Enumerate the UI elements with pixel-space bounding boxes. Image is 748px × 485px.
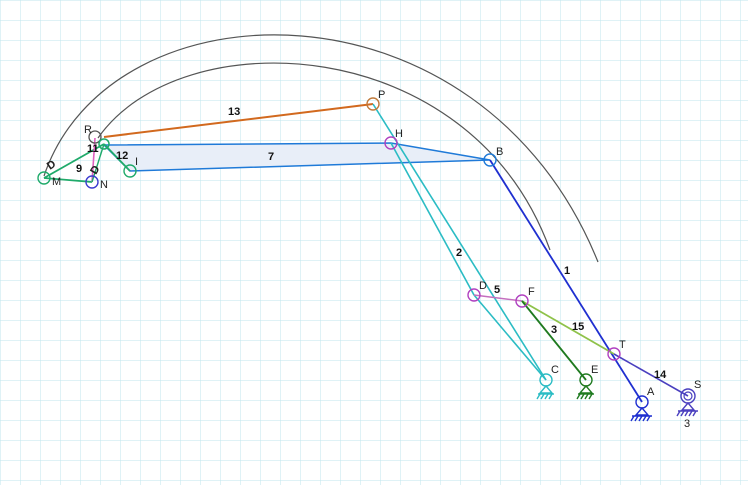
- joint-S-inner: [683, 391, 693, 401]
- label-F: F: [528, 286, 535, 298]
- link-14[interactable]: [613, 353, 689, 397]
- link-2[interactable]: [372, 103, 547, 381]
- joint-I[interactable]: [123, 164, 137, 178]
- label-B: B: [496, 146, 503, 158]
- link-label-s3: 3: [684, 418, 690, 430]
- label-P: P: [378, 89, 385, 101]
- joint-T[interactable]: [607, 347, 621, 361]
- link-11[interactable]: [91, 137, 96, 183]
- joint-H[interactable]: [384, 136, 398, 150]
- link-13[interactable]: [103, 103, 374, 138]
- label-C: C: [551, 364, 559, 376]
- link-label-7: 7: [268, 151, 274, 163]
- label-T: T: [619, 339, 626, 351]
- joint-N[interactable]: [85, 175, 99, 189]
- joint-M[interactable]: [37, 171, 51, 185]
- joint-R[interactable]: [88, 130, 102, 144]
- link-2b[interactable]: [390, 142, 475, 296]
- link-label-11: 11: [87, 143, 99, 155]
- joint-L[interactable]: [98, 138, 110, 150]
- ground-C: [536, 384, 554, 400]
- label-S: S: [694, 379, 701, 391]
- link-label-9: 9: [76, 163, 82, 175]
- link-3[interactable]: [521, 300, 587, 381]
- ground-A: [630, 406, 652, 422]
- label-H: H: [395, 128, 403, 140]
- label-M: M: [52, 176, 61, 188]
- link-label-5: 5: [494, 284, 500, 296]
- joint-F[interactable]: [515, 294, 529, 308]
- link-15[interactable]: [521, 300, 615, 355]
- joint-D[interactable]: [467, 288, 481, 302]
- joint-P[interactable]: [366, 97, 380, 111]
- link-2c[interactable]: [473, 294, 547, 381]
- ground-E: [576, 384, 594, 400]
- link-label-1: 1: [564, 265, 570, 277]
- link-1[interactable]: [489, 159, 643, 403]
- link-9b[interactable]: [43, 177, 93, 183]
- link-label-15: 15: [572, 321, 584, 333]
- label-N: N: [100, 179, 108, 191]
- label-A: A: [647, 386, 655, 398]
- link-5[interactable]: [473, 294, 523, 302]
- label-R: R: [84, 124, 92, 136]
- link-label-13: 13: [228, 106, 240, 118]
- joint-B[interactable]: [483, 153, 497, 167]
- inner-arc: [97, 62, 551, 251]
- outer-arc: [43, 34, 599, 263]
- label-D: D: [479, 280, 487, 292]
- link-label-14: 14: [654, 369, 667, 381]
- label-I: I: [135, 156, 138, 168]
- ground-S: [676, 401, 698, 417]
- link-label-2: 2: [456, 247, 462, 259]
- label-E: E: [591, 364, 598, 376]
- link-label-12: 12: [116, 150, 128, 162]
- link-label-3: 3: [551, 324, 557, 336]
